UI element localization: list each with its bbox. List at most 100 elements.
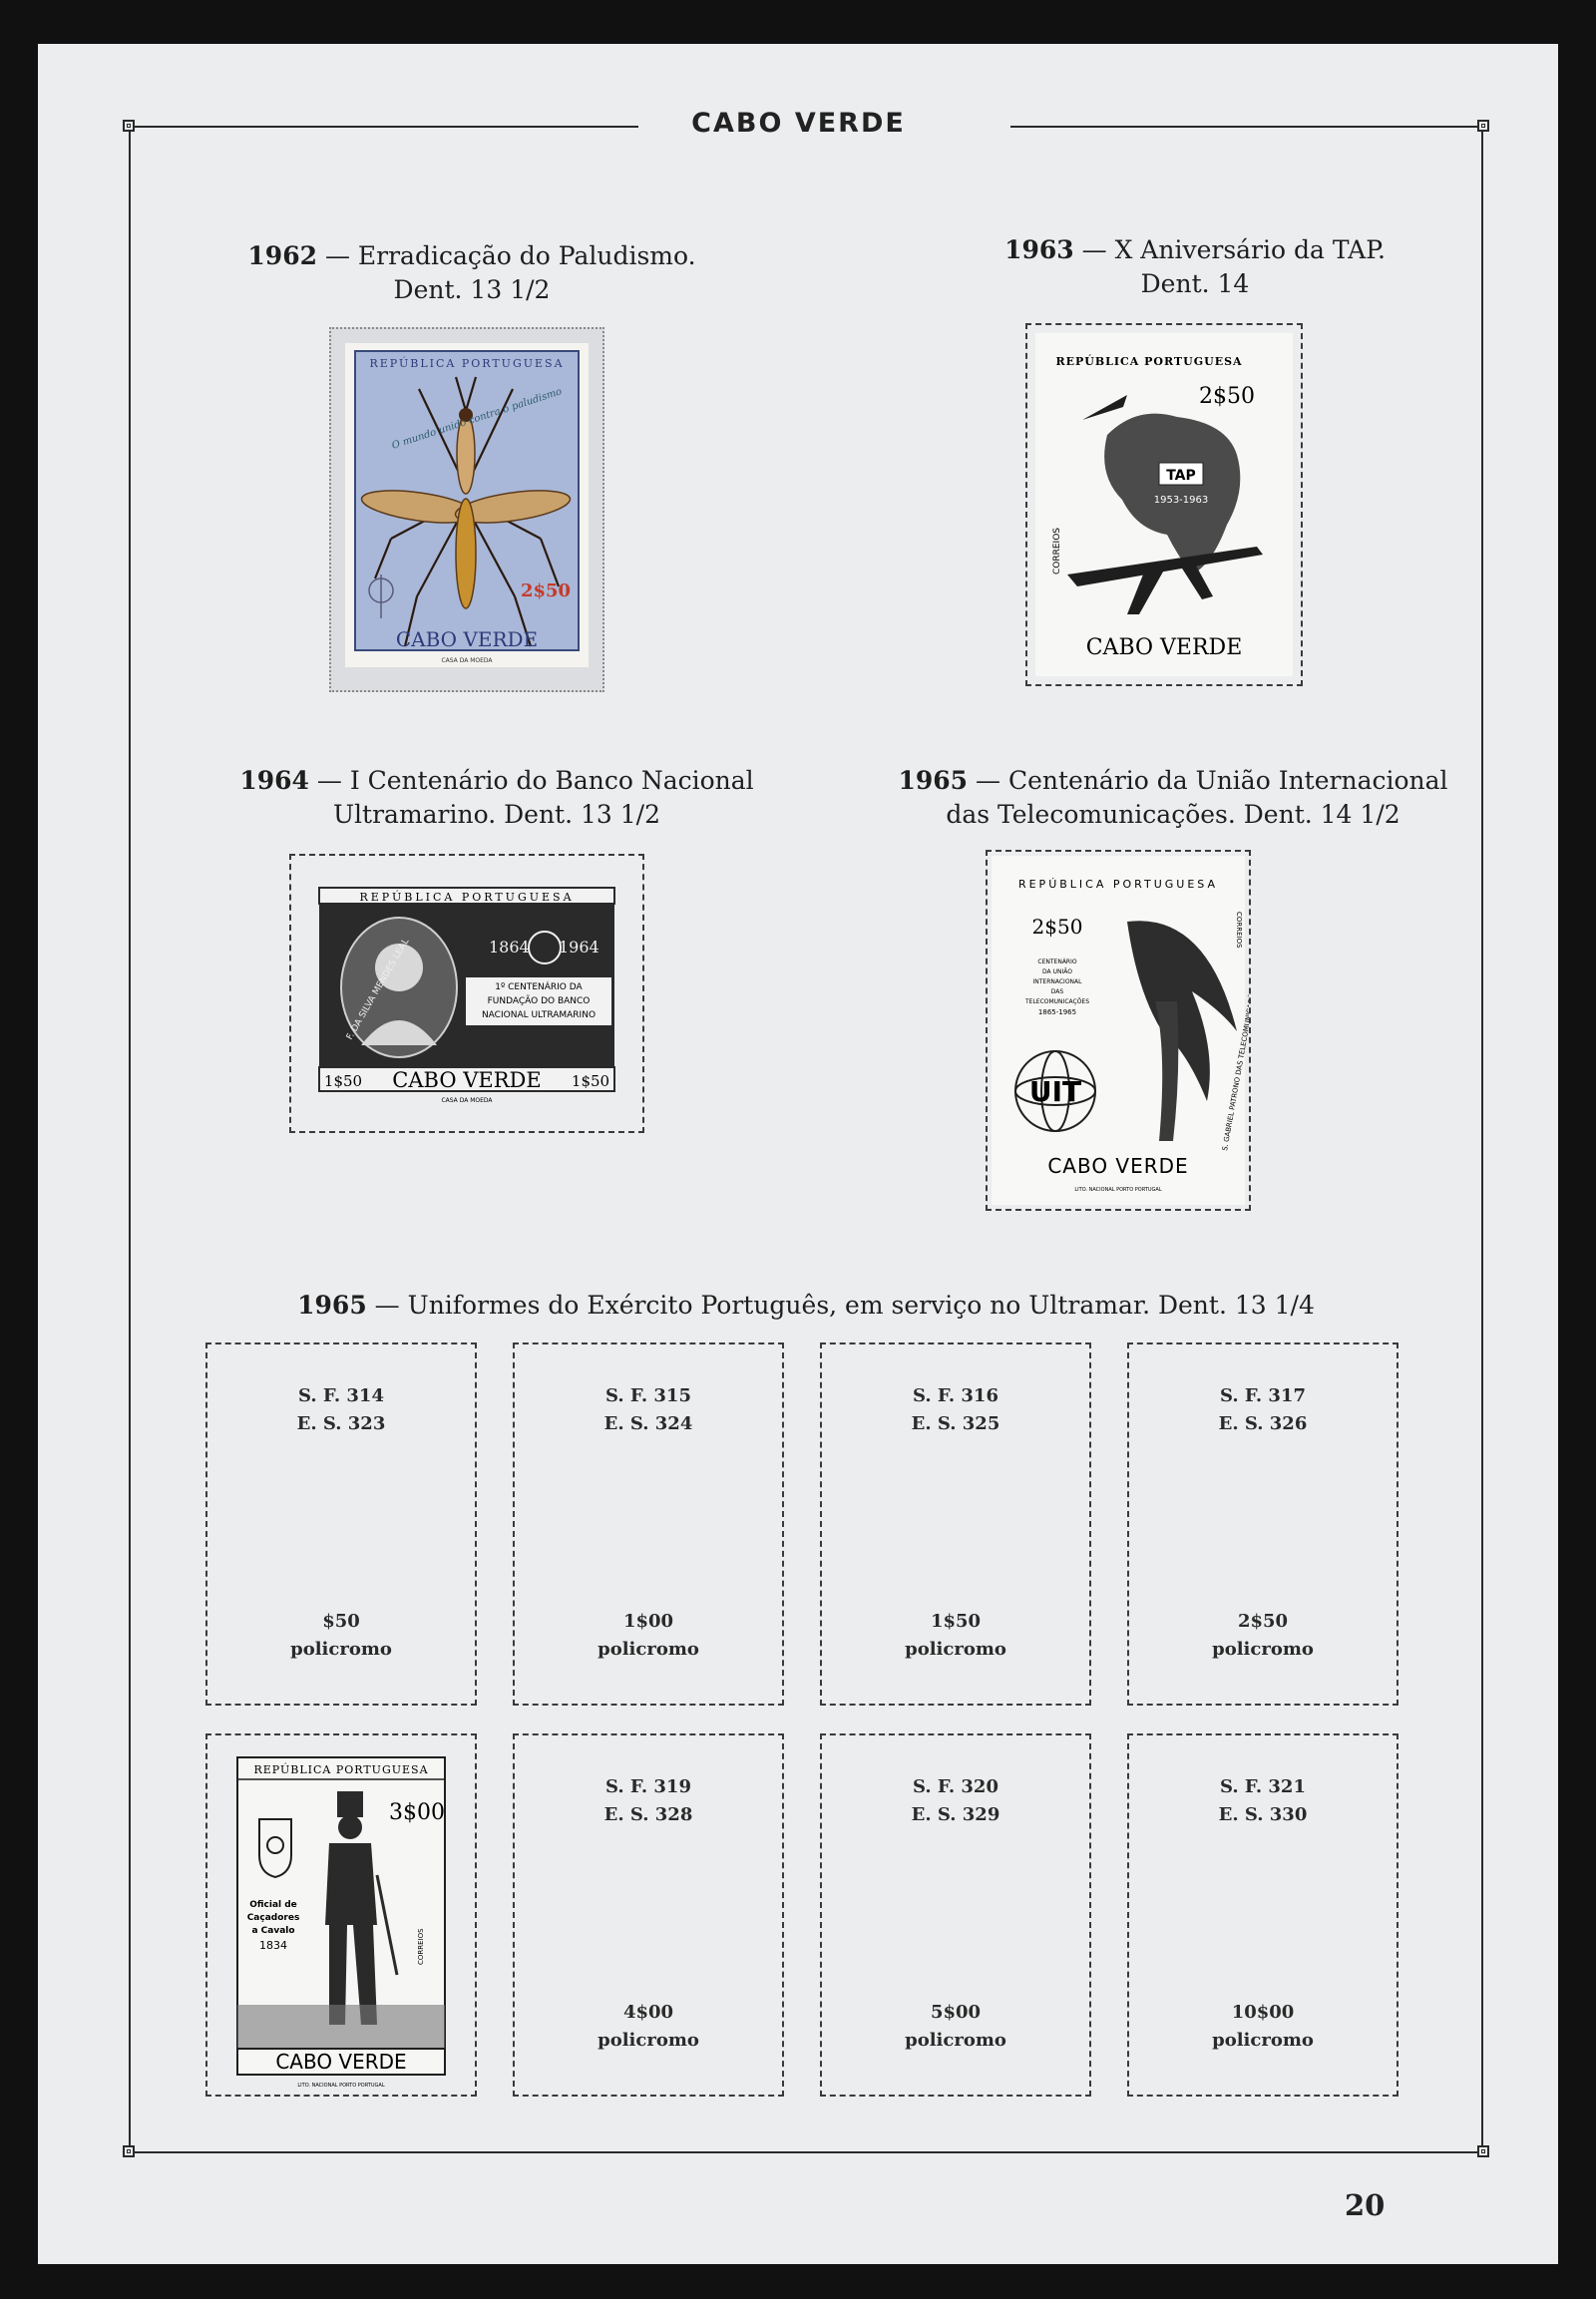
stamp-country: REPÚBLICA PORTUGUESA: [359, 890, 574, 904]
uit-emblem-icon: [1014, 1050, 1096, 1132]
stamp-caption-3: a Cavalo: [251, 1926, 294, 1936]
stamp-caption-2: Caçadores: [247, 1913, 300, 1923]
ship-emblem-icon: [528, 931, 562, 964]
issue-year: 1965: [297, 1291, 367, 1320]
stamp-1965-uit: REPÚBLICA PORTUGUESA 2$50 CENTENÁRIO DA …: [986, 850, 1258, 1211]
issue-year: 1962: [247, 241, 317, 270]
slot-sf-number: S. F. 316: [913, 1385, 998, 1406]
frame-corner-ornament: [123, 120, 135, 132]
stamp-name: CABO VERDE: [1086, 635, 1243, 660]
stamp-country: REPÚBLICA PORTUGUESA: [1055, 354, 1242, 368]
slot-es-number: E. S. 330: [1218, 1804, 1308, 1825]
frame-top-line-left: [135, 126, 638, 128]
stamp-slot: S. F. 319 E. S. 328 4$00 policromo: [513, 1733, 784, 2097]
slot-value: 1$00: [622, 1611, 674, 1632]
slot-value: $50: [322, 1611, 360, 1632]
slot-sf-number: S. F. 315: [605, 1385, 691, 1406]
stamp-1965-uniform-art: REPÚBLICA PORTUGUESA 3$00 Oficial de Caç…: [236, 1756, 446, 2089]
stamp-slot: S. F. 321 E. S. 330 10$00 policromo: [1127, 1733, 1398, 2097]
frame-corner-ornament: [1477, 2145, 1489, 2157]
caption-1962: 1962 — Erradicação do Paludismo. Dent. 1…: [247, 241, 696, 304]
slot-es-number: E. S. 326: [1218, 1413, 1308, 1434]
stamp-slot: S. F. 316 E. S. 325 1$50 policromo: [820, 1342, 1091, 1706]
uit-logo-text: UIT: [1029, 1075, 1081, 1108]
stamp-line-2: DA UNIÃO: [1042, 968, 1072, 975]
frame-corner-ornament: [1477, 120, 1489, 132]
slot-value: 1$50: [930, 1611, 982, 1632]
slot-value: 10$00: [1231, 2002, 1295, 2023]
coat-of-arms-icon: [258, 1818, 292, 1879]
stamp-value: 2$50: [521, 580, 571, 601]
stamp-country: REPÚBLICA PORTUGUESA: [253, 1762, 428, 1776]
slot-color: policromo: [290, 1639, 392, 1660]
small-airplane-icon: [1082, 395, 1127, 420]
slot-sf-number: S. F. 319: [605, 1776, 691, 1797]
slot-es-number: E. S. 325: [911, 1413, 1000, 1434]
stamp-year-a: 1864: [489, 938, 530, 957]
stamp-1964-bank: REPÚBLICA PORTUGUESA F. DA SILVA MENDES …: [289, 854, 644, 1133]
issue-year: 1963: [1004, 235, 1074, 264]
issue-year: 1965: [898, 766, 969, 795]
stamp-name: CABO VERDE: [396, 627, 538, 651]
stamp-side-text: CORREIOS: [417, 1928, 425, 1965]
slot-es-number: E. S. 329: [911, 1804, 1000, 1825]
album-page: CABO VERDE 1962 — Erradicação do Paludis…: [38, 44, 1558, 2264]
stamp-1962-malaria: REPÚBLICA PORTUGUESA O mundo unido contr…: [329, 327, 604, 692]
issue-title: Centenário da União Internacional: [1007, 766, 1448, 795]
issue-title: X Aniversário da TAP.: [1114, 235, 1386, 264]
stamp-year-b: 1964: [559, 938, 599, 957]
stamp-banner-1: 1º CENTENÁRIO DA: [495, 980, 583, 992]
slot-color: policromo: [598, 2030, 699, 2051]
stamp-line-6: 1865-1965: [1038, 1008, 1076, 1016]
stamp-line-1: CENTENÁRIO: [1037, 958, 1076, 965]
perforation: das Telecomunicações. Dent. 14: [946, 800, 1353, 829]
slot-color: policromo: [905, 1639, 1006, 1660]
frame-corner-ornament: [123, 2145, 135, 2157]
stamp-country: REPÚBLICA PORTUGUESA: [369, 356, 564, 370]
slot-sf-number: S. F. 321: [1220, 1776, 1306, 1797]
africa-map-icon: [1104, 413, 1241, 575]
slot-color: policromo: [905, 2030, 1006, 2051]
stamp-line-4: DAS: [1051, 988, 1064, 995]
stamp-line-3: INTERNACIONAL: [1033, 978, 1083, 985]
stamp-banner-3: NACIONAL ULTRAMARINO: [482, 1010, 596, 1020]
slot-es-number: E. S. 328: [603, 1804, 693, 1825]
stamp-name: CABO VERDE: [1047, 1154, 1188, 1178]
stamp-printer: LITO. NACIONAL PORTO PORTUGAL: [1074, 1187, 1161, 1193]
stamp-1963-art: REPÚBLICA PORTUGUESA 2$50 TAP 1953-1963 …: [1035, 333, 1293, 676]
soldier-icon: [325, 1791, 399, 2025]
stamp-1962-art: REPÚBLICA PORTUGUESA O mundo unido contr…: [345, 343, 589, 667]
stamp-caption-4: 1834: [259, 1939, 287, 1952]
stamp-side-text: CORREIOS: [1052, 528, 1062, 575]
caption-1965-uniforms: 1965 — Uniformes do Exército Português, …: [297, 1291, 1315, 1320]
perforation-fraction: 1/2: [1360, 800, 1400, 829]
slot-es-number: E. S. 323: [296, 1413, 386, 1434]
slot-sf-number: S. F. 320: [913, 1776, 998, 1797]
issue-title: Erradicação do Paludismo.: [357, 241, 696, 270]
issue-title: Uniformes do Exército Português, em serv…: [407, 1291, 1267, 1320]
perforation-fraction: 1/2: [510, 275, 551, 304]
stamp-value-left: 1$50: [324, 1072, 362, 1090]
stamp-value: 3$00: [389, 1800, 445, 1825]
page-frame: [123, 117, 1489, 2158]
page-title: CABO VERDE: [691, 108, 906, 139]
perforation: Ultramarino. Dent. 13: [332, 800, 612, 829]
airplane-icon: [1067, 547, 1263, 614]
perforation: Dent. 13: [393, 275, 503, 304]
stamp-1965-uit-art: REPÚBLICA PORTUGUESA 2$50 CENTENÁRIO DA …: [992, 856, 1258, 1205]
slot-sf-number: S. F. 317: [1220, 1385, 1306, 1406]
frame-left-line: [129, 124, 131, 2151]
slot-color: policromo: [1212, 2030, 1314, 2051]
stamp-slot: S. F. 314 E. S. 323 $50 policromo: [205, 1342, 477, 1706]
archangel-gabriel-icon: [1127, 921, 1237, 1141]
slot-value: 4$00: [622, 2002, 674, 2023]
issue-year: 1964: [239, 766, 309, 795]
stamp-name: CABO VERDE: [392, 1068, 541, 1092]
stamp-printer: LITO. NACIONAL PORTO PORTUGAL: [297, 2083, 384, 2089]
stamp-value: 2$50: [1199, 384, 1255, 409]
slot-es-number: E. S. 324: [603, 1413, 693, 1434]
page-number: 20: [1345, 2188, 1386, 2222]
slot-sf-number: S. F. 314: [298, 1385, 384, 1406]
frame-top-line-right: [1010, 126, 1477, 128]
